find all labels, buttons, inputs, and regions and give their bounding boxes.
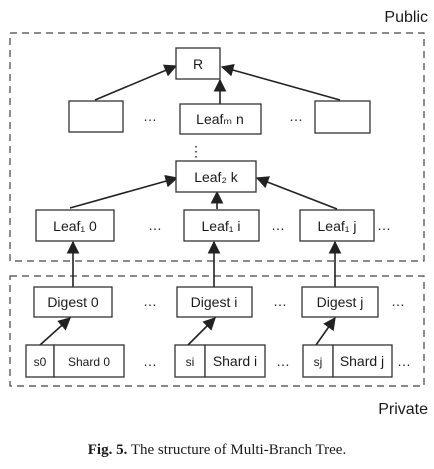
node-leaf-2 (175, 160, 257, 193)
node-leaf-m-label: Leafₘ n (196, 111, 244, 127)
edge-left-to-root (94, 64, 178, 101)
node-leaf1-i-label: Leaf₁ i (202, 218, 241, 234)
ellipsis-shard-left: … (143, 353, 157, 369)
ellipsis-digest-right: … (391, 293, 405, 309)
node-leaf-2-label: Leaf₂ k (194, 169, 239, 185)
node-sj (302, 344, 334, 378)
ellipsis-level-1-left: … (148, 217, 162, 233)
node-digest-0-label: Digest 0 (47, 294, 99, 310)
node-shard-0-label: Shard 0 (68, 355, 110, 369)
node-sj-label: sj (314, 355, 323, 369)
figure-caption: Fig. 5. The structure of Multi-Branch Tr… (0, 442, 434, 459)
figure-caption-text: The structure of Multi-Branch Tree. (130, 442, 347, 458)
edge-shard-i-to-digest-i (187, 317, 216, 346)
edge-shard-j-to-digest-j (315, 316, 336, 346)
node-root (175, 47, 221, 80)
node-digest-j-label: Digest j (317, 294, 364, 310)
node-level-m-right (314, 100, 371, 134)
private-region (9, 275, 425, 387)
node-si-label: si (186, 355, 195, 369)
node-shard-j (332, 344, 393, 378)
public-region (9, 32, 425, 262)
node-leaf1-0 (35, 209, 115, 242)
edge-shard-0-to-digest-0 (39, 317, 71, 346)
figure-caption-label: Fig. 5. (87, 442, 128, 458)
node-digest-j (301, 286, 379, 318)
edge-leaf1-0-to-leaf2 (69, 174, 179, 209)
edge-leaf1-j-to-leaf2 (255, 176, 338, 210)
edge-right-to-root (220, 63, 341, 101)
node-leaf1-i (183, 209, 260, 242)
public-region-label: Public (384, 9, 428, 26)
ellipsis-level-m-right: … (289, 108, 303, 124)
vertical-ellipsis: ⋮ (189, 143, 203, 159)
ellipsis-level-1-mid: … (271, 217, 285, 233)
node-leaf1-j-label: Leaf₁ j (318, 218, 357, 234)
node-shard-i (204, 344, 266, 378)
node-shard-0 (53, 344, 125, 378)
node-shard-j-label: Shard j (340, 353, 384, 369)
node-digest-i (176, 286, 253, 318)
ellipsis-digest-mid: … (273, 293, 287, 309)
private-region-label: Private (378, 401, 428, 418)
node-shard-i-label: Shard i (213, 353, 257, 369)
node-root-label: R (193, 56, 203, 72)
ellipsis-shard-right: … (397, 353, 411, 369)
ellipsis-digest-left: … (143, 293, 157, 309)
node-s0 (25, 344, 55, 378)
node-s0-label: s0 (34, 355, 47, 369)
node-si (174, 344, 206, 378)
ellipsis-level-1-right: … (377, 217, 391, 233)
node-level-m-left (68, 100, 124, 133)
node-digest-i-label: Digest i (191, 294, 238, 310)
node-leaf1-j (299, 209, 375, 242)
node-leaf1-0-label: Leaf₁ 0 (53, 218, 97, 234)
node-leaf-m (179, 103, 262, 135)
ellipsis-level-m-left: … (143, 108, 157, 124)
ellipsis-shard-mid: … (276, 353, 290, 369)
node-digest-0 (33, 286, 113, 318)
